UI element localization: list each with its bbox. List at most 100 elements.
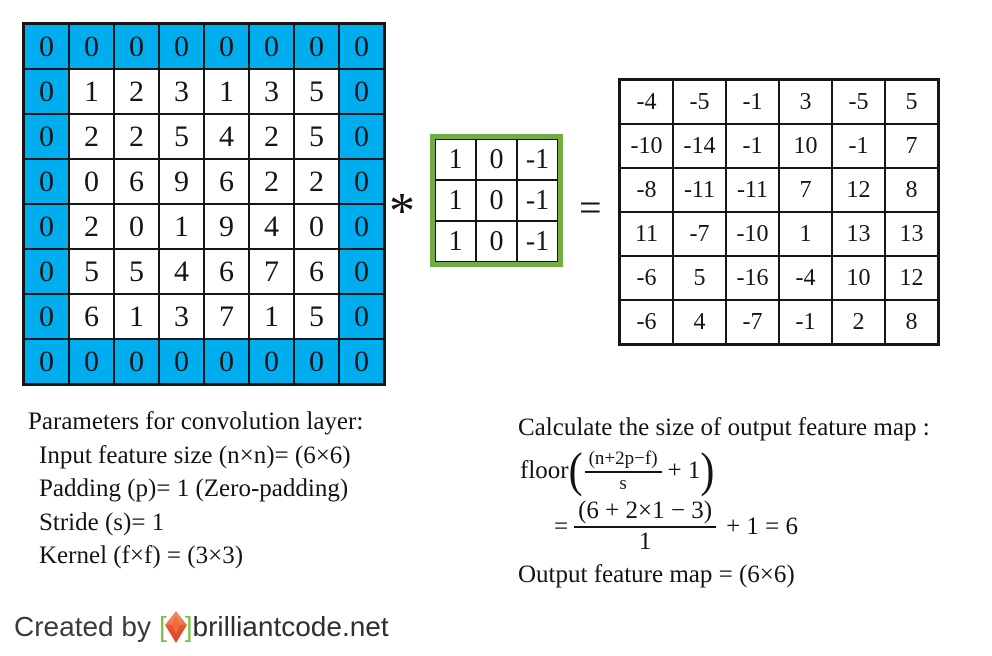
output-cell: 10	[779, 124, 832, 168]
input-cell: 6	[69, 294, 114, 339]
logo-bracket-close: ]	[184, 611, 193, 642]
footer-credit: Created by [ ] brilliantcode.net	[14, 611, 389, 643]
output-cell: 5	[673, 256, 726, 300]
input-cell: 3	[249, 69, 294, 114]
kernel-cell: 0	[476, 139, 517, 180]
parameter-input-size: Input feature size (n×n)= (6×6)	[39, 441, 351, 469]
output-cell: -5	[832, 80, 885, 124]
input-cell: 0	[339, 69, 384, 114]
output-cell: -7	[726, 300, 779, 344]
kernel-cell: 1	[435, 221, 476, 262]
input-cell: 5	[114, 249, 159, 294]
input-cell: 0	[339, 114, 384, 159]
output-cell: 11	[620, 212, 673, 256]
kernel-cell: 1	[435, 180, 476, 221]
input-cell: 1	[249, 294, 294, 339]
output-cell: -11	[726, 168, 779, 212]
input-cell: 7	[249, 249, 294, 294]
logo-bracket-open: [	[158, 611, 167, 642]
parameter-kernel: Kernel (f×f) = (3×3)	[39, 542, 244, 569]
output-cell: 10	[832, 256, 885, 300]
input-cell: 9	[159, 159, 204, 204]
input-cell: 9	[204, 204, 249, 249]
input-cell: 0	[249, 339, 294, 384]
input-cell: 0	[24, 114, 69, 159]
input-cell: 2	[114, 69, 159, 114]
output-cell: -6	[620, 300, 673, 344]
input-cell: 5	[294, 114, 339, 159]
numeric-fraction-numerator: (6 + 2×1 − 3)	[574, 497, 717, 529]
input-cell: 6	[204, 159, 249, 204]
parameters-block: Parameters for convolution layer: Input …	[28, 405, 363, 573]
input-cell: 2	[249, 114, 294, 159]
input-cell: 0	[204, 339, 249, 384]
input-cell: 0	[24, 294, 69, 339]
calculation-block: Calculate the size of output feature map…	[518, 414, 930, 589]
parameters-title: Parameters for convolution layer:	[28, 408, 364, 435]
output-cell: 4	[673, 300, 726, 344]
input-cell: 0	[339, 24, 384, 69]
output-cell: -11	[673, 168, 726, 212]
output-cell: -16	[726, 256, 779, 300]
input-cell: 0	[114, 24, 159, 69]
input-cell: 0	[69, 24, 114, 69]
equals-operator: =	[579, 185, 602, 230]
output-cell: -1	[726, 124, 779, 168]
output-cell: 12	[832, 168, 885, 212]
input-cell: 5	[294, 294, 339, 339]
output-cell: -5	[673, 80, 726, 124]
output-cell: 8	[885, 168, 938, 212]
input-cell: 0	[339, 159, 384, 204]
output-cell: 7	[779, 168, 832, 212]
input-cell: 3	[159, 294, 204, 339]
convolution-asterisk-operator: *	[389, 183, 415, 240]
output-cell: 5	[885, 80, 938, 124]
input-cell: 0	[24, 69, 69, 114]
open-paren: (	[568, 444, 583, 498]
input-cell: 2	[69, 114, 114, 159]
input-cell: 0	[24, 249, 69, 294]
numeric-fraction-denominator: 1	[638, 528, 652, 556]
output-cell: 3	[779, 80, 832, 124]
output-cell: -4	[779, 256, 832, 300]
output-cell: -6	[620, 256, 673, 300]
kernel-cell: -1	[517, 221, 558, 262]
input-cell: 2	[69, 204, 114, 249]
fraction-denominator: s	[619, 472, 627, 494]
input-cell: 0	[339, 339, 384, 384]
output-cell: 12	[885, 256, 938, 300]
output-cell: -8	[620, 168, 673, 212]
input-cell: 5	[159, 114, 204, 159]
input-cell: 0	[24, 24, 69, 69]
input-cell: 2	[249, 159, 294, 204]
input-cell: 0	[159, 339, 204, 384]
output-cell: -1	[779, 300, 832, 344]
input-cell: 0	[69, 339, 114, 384]
created-by-label: Created by	[14, 611, 151, 642]
input-cell: 4	[249, 204, 294, 249]
input-cell: 6	[294, 249, 339, 294]
output-cell: -4	[620, 80, 673, 124]
output-cell: -7	[673, 212, 726, 256]
output-cell: 7	[885, 124, 938, 168]
output-cell: 2	[832, 300, 885, 344]
input-cell: 5	[294, 69, 339, 114]
input-cell: 1	[159, 204, 204, 249]
input-cell: 0	[24, 204, 69, 249]
input-cell: 0	[114, 339, 159, 384]
kernel-cell: 1	[435, 139, 476, 180]
parameter-padding: Padding (p)= 1 (Zero-padding)	[39, 475, 349, 502]
output-cell: 13	[832, 212, 885, 256]
input-cell: 0	[339, 249, 384, 294]
input-cell: 0	[114, 204, 159, 249]
input-cell: 0	[204, 24, 249, 69]
output-size-line: Output feature map = (6×6)	[518, 561, 795, 589]
input-cell: 4	[159, 249, 204, 294]
numeric-formula: = (6 + 2×1 − 3) 1 + 1 = 6	[554, 497, 930, 558]
floor-formula: floor ( (n+2p−f) s + 1 )	[520, 444, 930, 498]
output-cell: -10	[620, 124, 673, 168]
symbolic-fraction: (n+2p−f) s	[584, 448, 662, 495]
